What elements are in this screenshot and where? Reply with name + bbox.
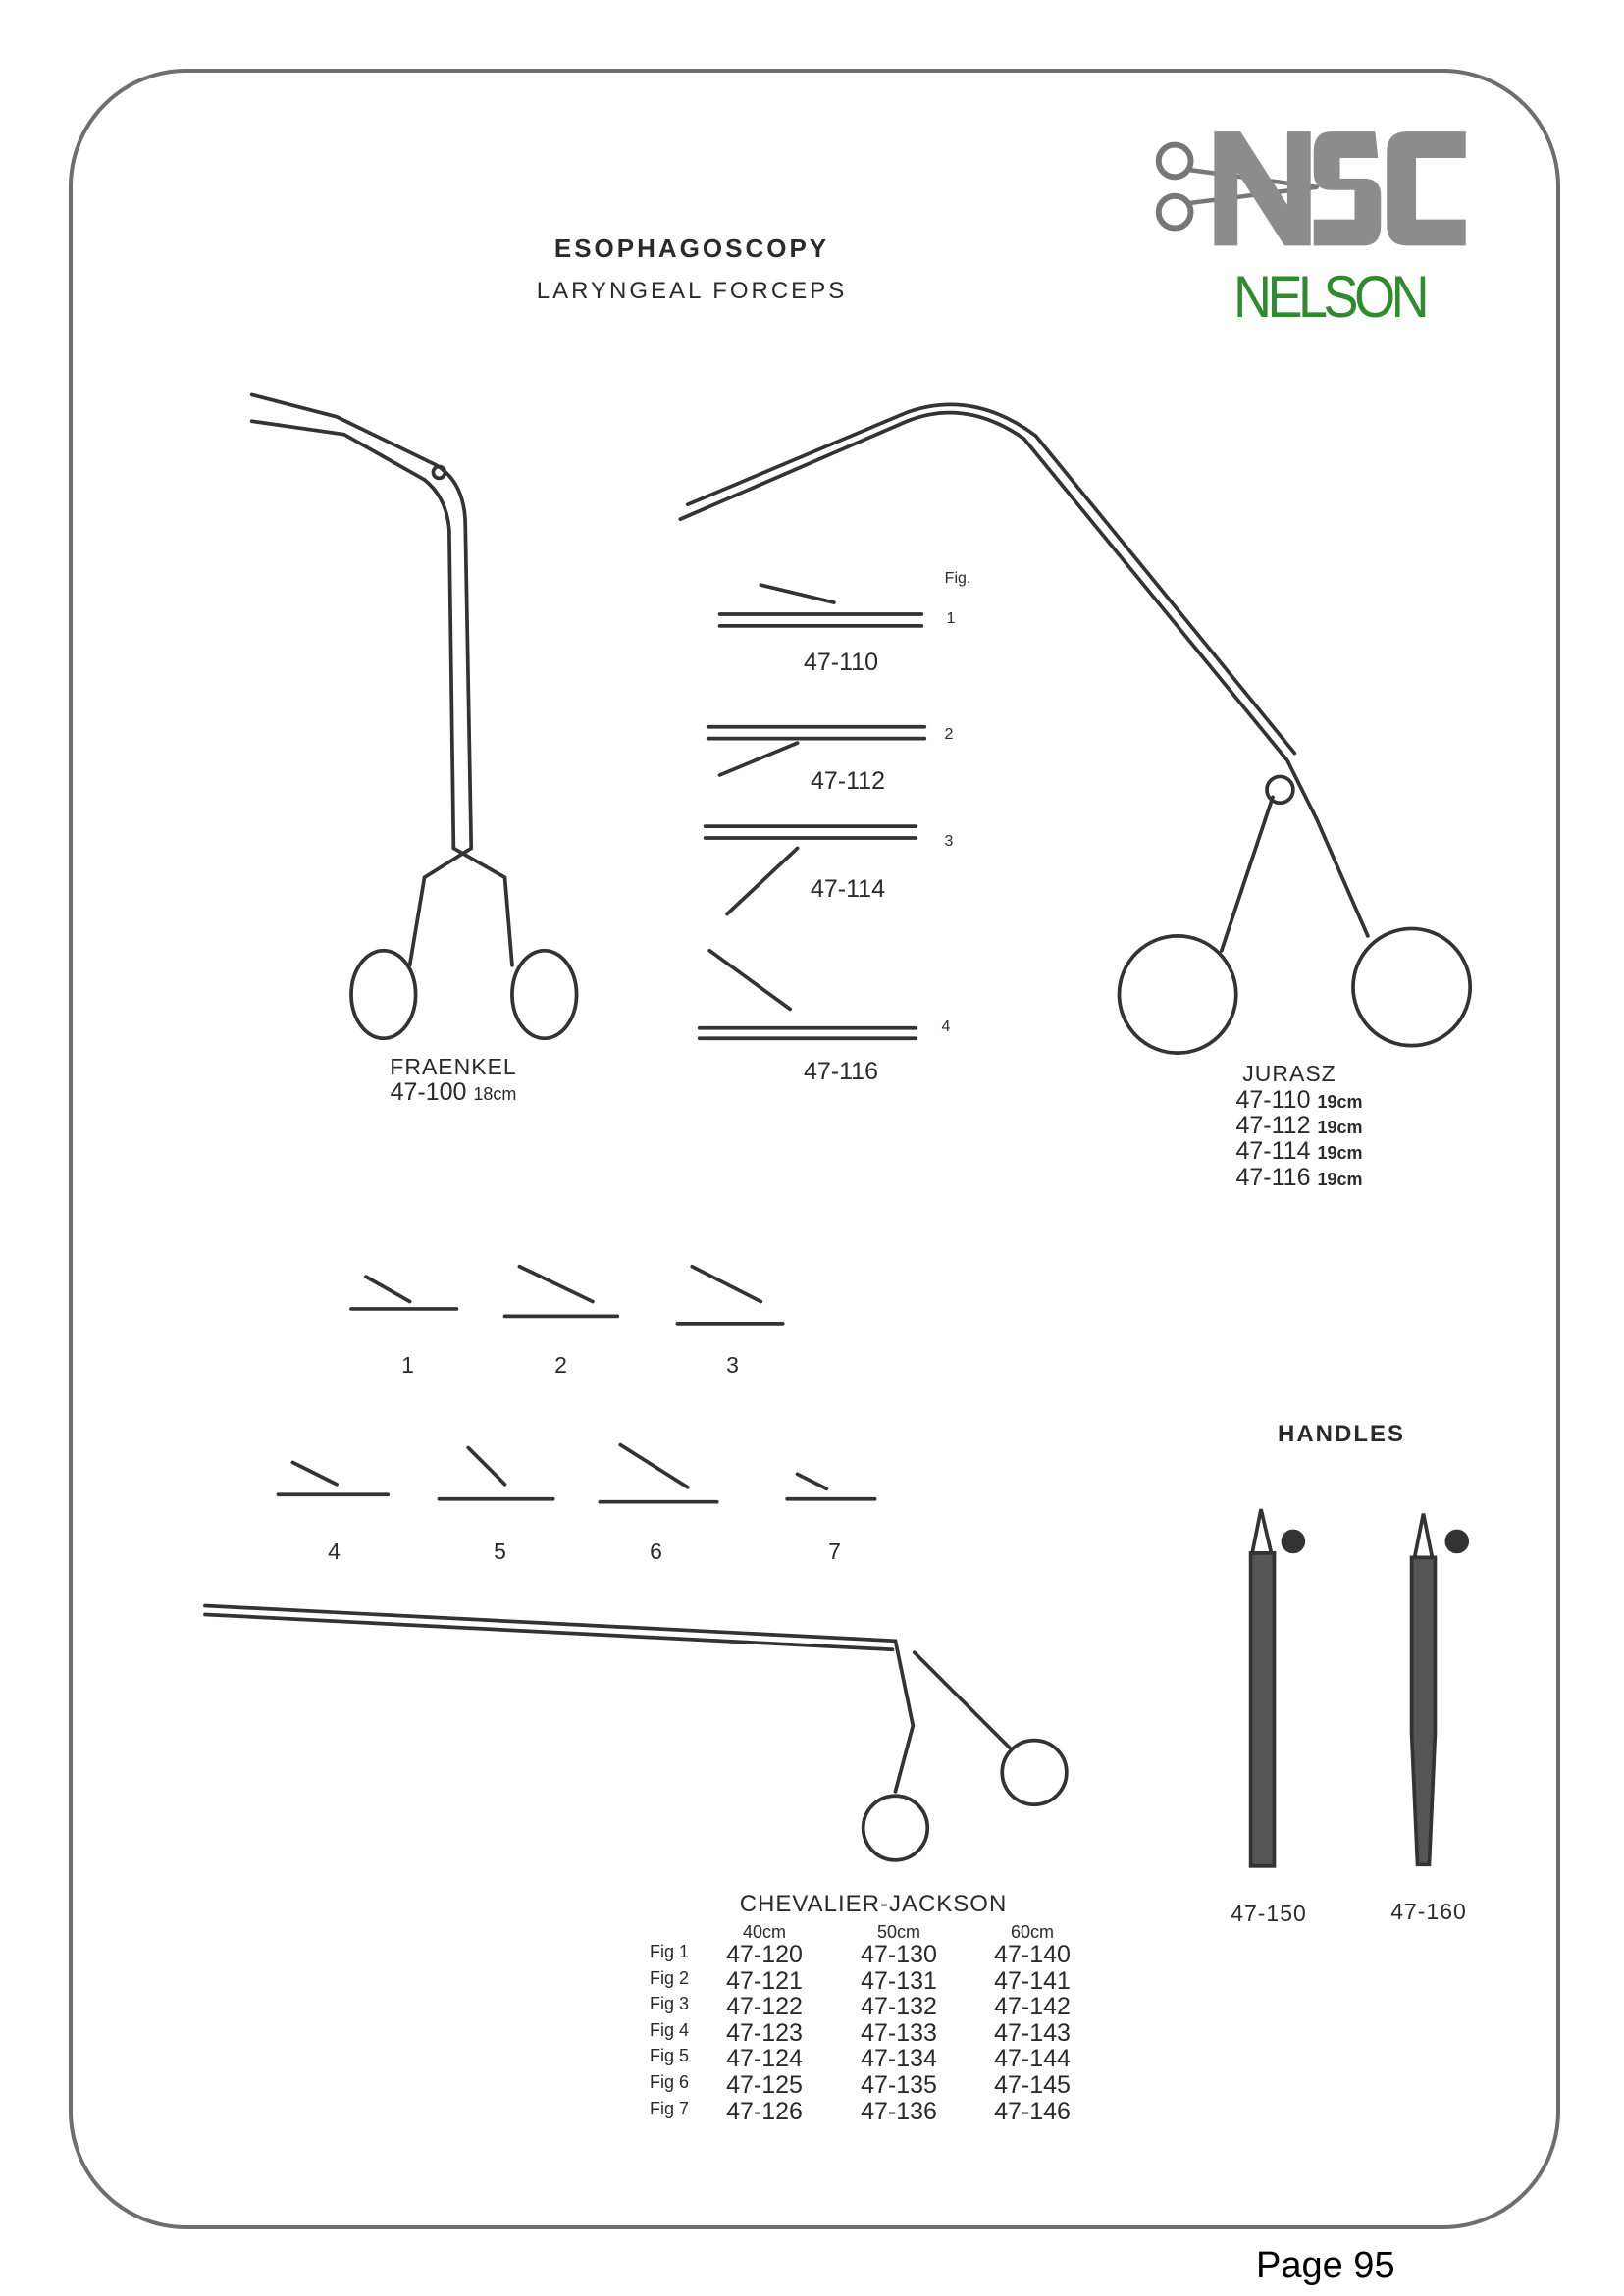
jurasz-item: 47-116 19cm [1235, 1164, 1363, 1191]
table-row: Fig 2 47-121 47-131 47-141 [0, 1966, 1624, 1995]
cell-code: 47-144 [994, 2045, 1071, 2073]
cell-code: 47-146 [994, 2097, 1071, 2125]
cell-code: 47-121 [726, 1966, 803, 1995]
handle-code: 47-160 [1390, 1899, 1467, 1924]
table-row: Fig 7 47-126 47-136 47-146 [0, 2097, 1624, 2125]
table-row: Fig 4 47-123 47-133 47-143 [0, 2018, 1624, 2047]
table-header: 40cm 50cm 60cm [0, 1923, 1624, 1949]
cj-fig-number: 5 [494, 1539, 507, 1564]
tip-code: 47-114 [811, 875, 885, 903]
table-row: Fig 1 47-120 47-130 47-140 [0, 1943, 1624, 1968]
nsc-logo [1155, 131, 1466, 246]
jurasz-item: 47-114 19cm [1235, 1137, 1363, 1165]
cell-code: 47-136 [861, 2097, 937, 2125]
table-row: Fig 3 47-122 47-132 47-142 [0, 1995, 1624, 2020]
tip-fig-number: 3 [944, 833, 954, 850]
cell-code: 47-134 [861, 2045, 937, 2073]
handles-title: HANDLES [1277, 1421, 1406, 1447]
cell-code: 47-143 [994, 2018, 1071, 2047]
cell-code: 47-122 [726, 1993, 803, 2021]
cell-code: 47-145 [994, 2071, 1071, 2099]
fraenkel-code: 47-100 18cm [390, 1078, 517, 1106]
cell-code: 47-133 [861, 2018, 937, 2047]
cj-fig-number: 7 [828, 1539, 842, 1564]
jurasz-item: 47-112 19cm [1235, 1112, 1363, 1139]
cell-code: 47-131 [861, 1966, 937, 1995]
row-fig-label: Fig 6 [649, 2072, 690, 2092]
jurasz-item: 47-110 19cm [1235, 1086, 1363, 1114]
table-row: Fig 6 47-125 47-135 47-145 [0, 2073, 1624, 2099]
cell-code: 47-120 [726, 1941, 803, 1968]
column-header: 60cm [1010, 1922, 1055, 1942]
page-subtitle: LARYNGEAL FORCEPS [536, 278, 848, 304]
tip-fig-number: 1 [946, 610, 956, 627]
cell-code: 47-130 [861, 1941, 937, 1968]
cell-code: 47-123 [726, 2018, 803, 2047]
page-number: Page 95 [1256, 2245, 1395, 2286]
row-fig-label: Fig 4 [649, 2019, 690, 2040]
nelson-brand: NELSON [1233, 264, 1430, 330]
tip-fig-number: 2 [944, 726, 954, 743]
cj-fig-number: 1 [401, 1352, 415, 1378]
row-fig-label: Fig 5 [649, 2046, 690, 2066]
tip-code: 47-116 [804, 1058, 878, 1085]
cell-code: 47-126 [726, 2097, 803, 2125]
cj-tip-drawings [276, 1264, 877, 1504]
fraenkel-name: FRAENKEL [390, 1054, 517, 1079]
cell-code: 47-140 [994, 1941, 1071, 1968]
cell-code: 47-132 [861, 1993, 937, 2021]
table-row: Fig 5 47-124 47-134 47-144 [0, 2047, 1624, 2072]
tip-code: 47-112 [811, 767, 885, 795]
jurasz-name: JURASZ [1242, 1061, 1336, 1086]
cell-code: 47-141 [994, 1966, 1071, 1995]
fraenkel-forceps-drawing [249, 392, 579, 1041]
jurasz-forceps-drawing [678, 402, 1473, 1055]
cj-fig-number: 3 [726, 1352, 740, 1378]
handle-code: 47-150 [1231, 1901, 1307, 1926]
cell-code: 47-125 [726, 2071, 803, 2099]
tip-fig-number: 4 [941, 1018, 951, 1035]
row-fig-label: Fig 7 [649, 2098, 690, 2118]
cj-fig-number: 6 [650, 1539, 663, 1564]
row-fig-label: Fig 1 [649, 1942, 690, 1961]
cell-code: 47-124 [726, 2045, 803, 2073]
cj-fig-number: 2 [554, 1352, 568, 1378]
cell-code: 47-135 [861, 2071, 937, 2099]
column-header: 50cm [876, 1922, 921, 1942]
cj-fig-number: 4 [328, 1539, 341, 1564]
column-header: 40cm [742, 1922, 787, 1942]
row-fig-label: Fig 3 [649, 1994, 690, 2014]
tip-drawings [697, 583, 927, 1041]
handle-drawings [1248, 1508, 1470, 1868]
chevalier-jackson-forceps-drawing [203, 1603, 1069, 1862]
tip-code: 47-110 [804, 649, 878, 676]
page-border [69, 69, 1560, 2229]
row-fig-label: Fig 2 [649, 1967, 690, 1988]
fig-label: Fig. [944, 570, 971, 587]
page-title: ESOPHAGOSCOPY [553, 234, 830, 263]
chevalier-jackson-name: CHEVALIER-JACKSON [739, 1891, 1008, 1917]
cell-code: 47-142 [994, 1993, 1071, 2021]
